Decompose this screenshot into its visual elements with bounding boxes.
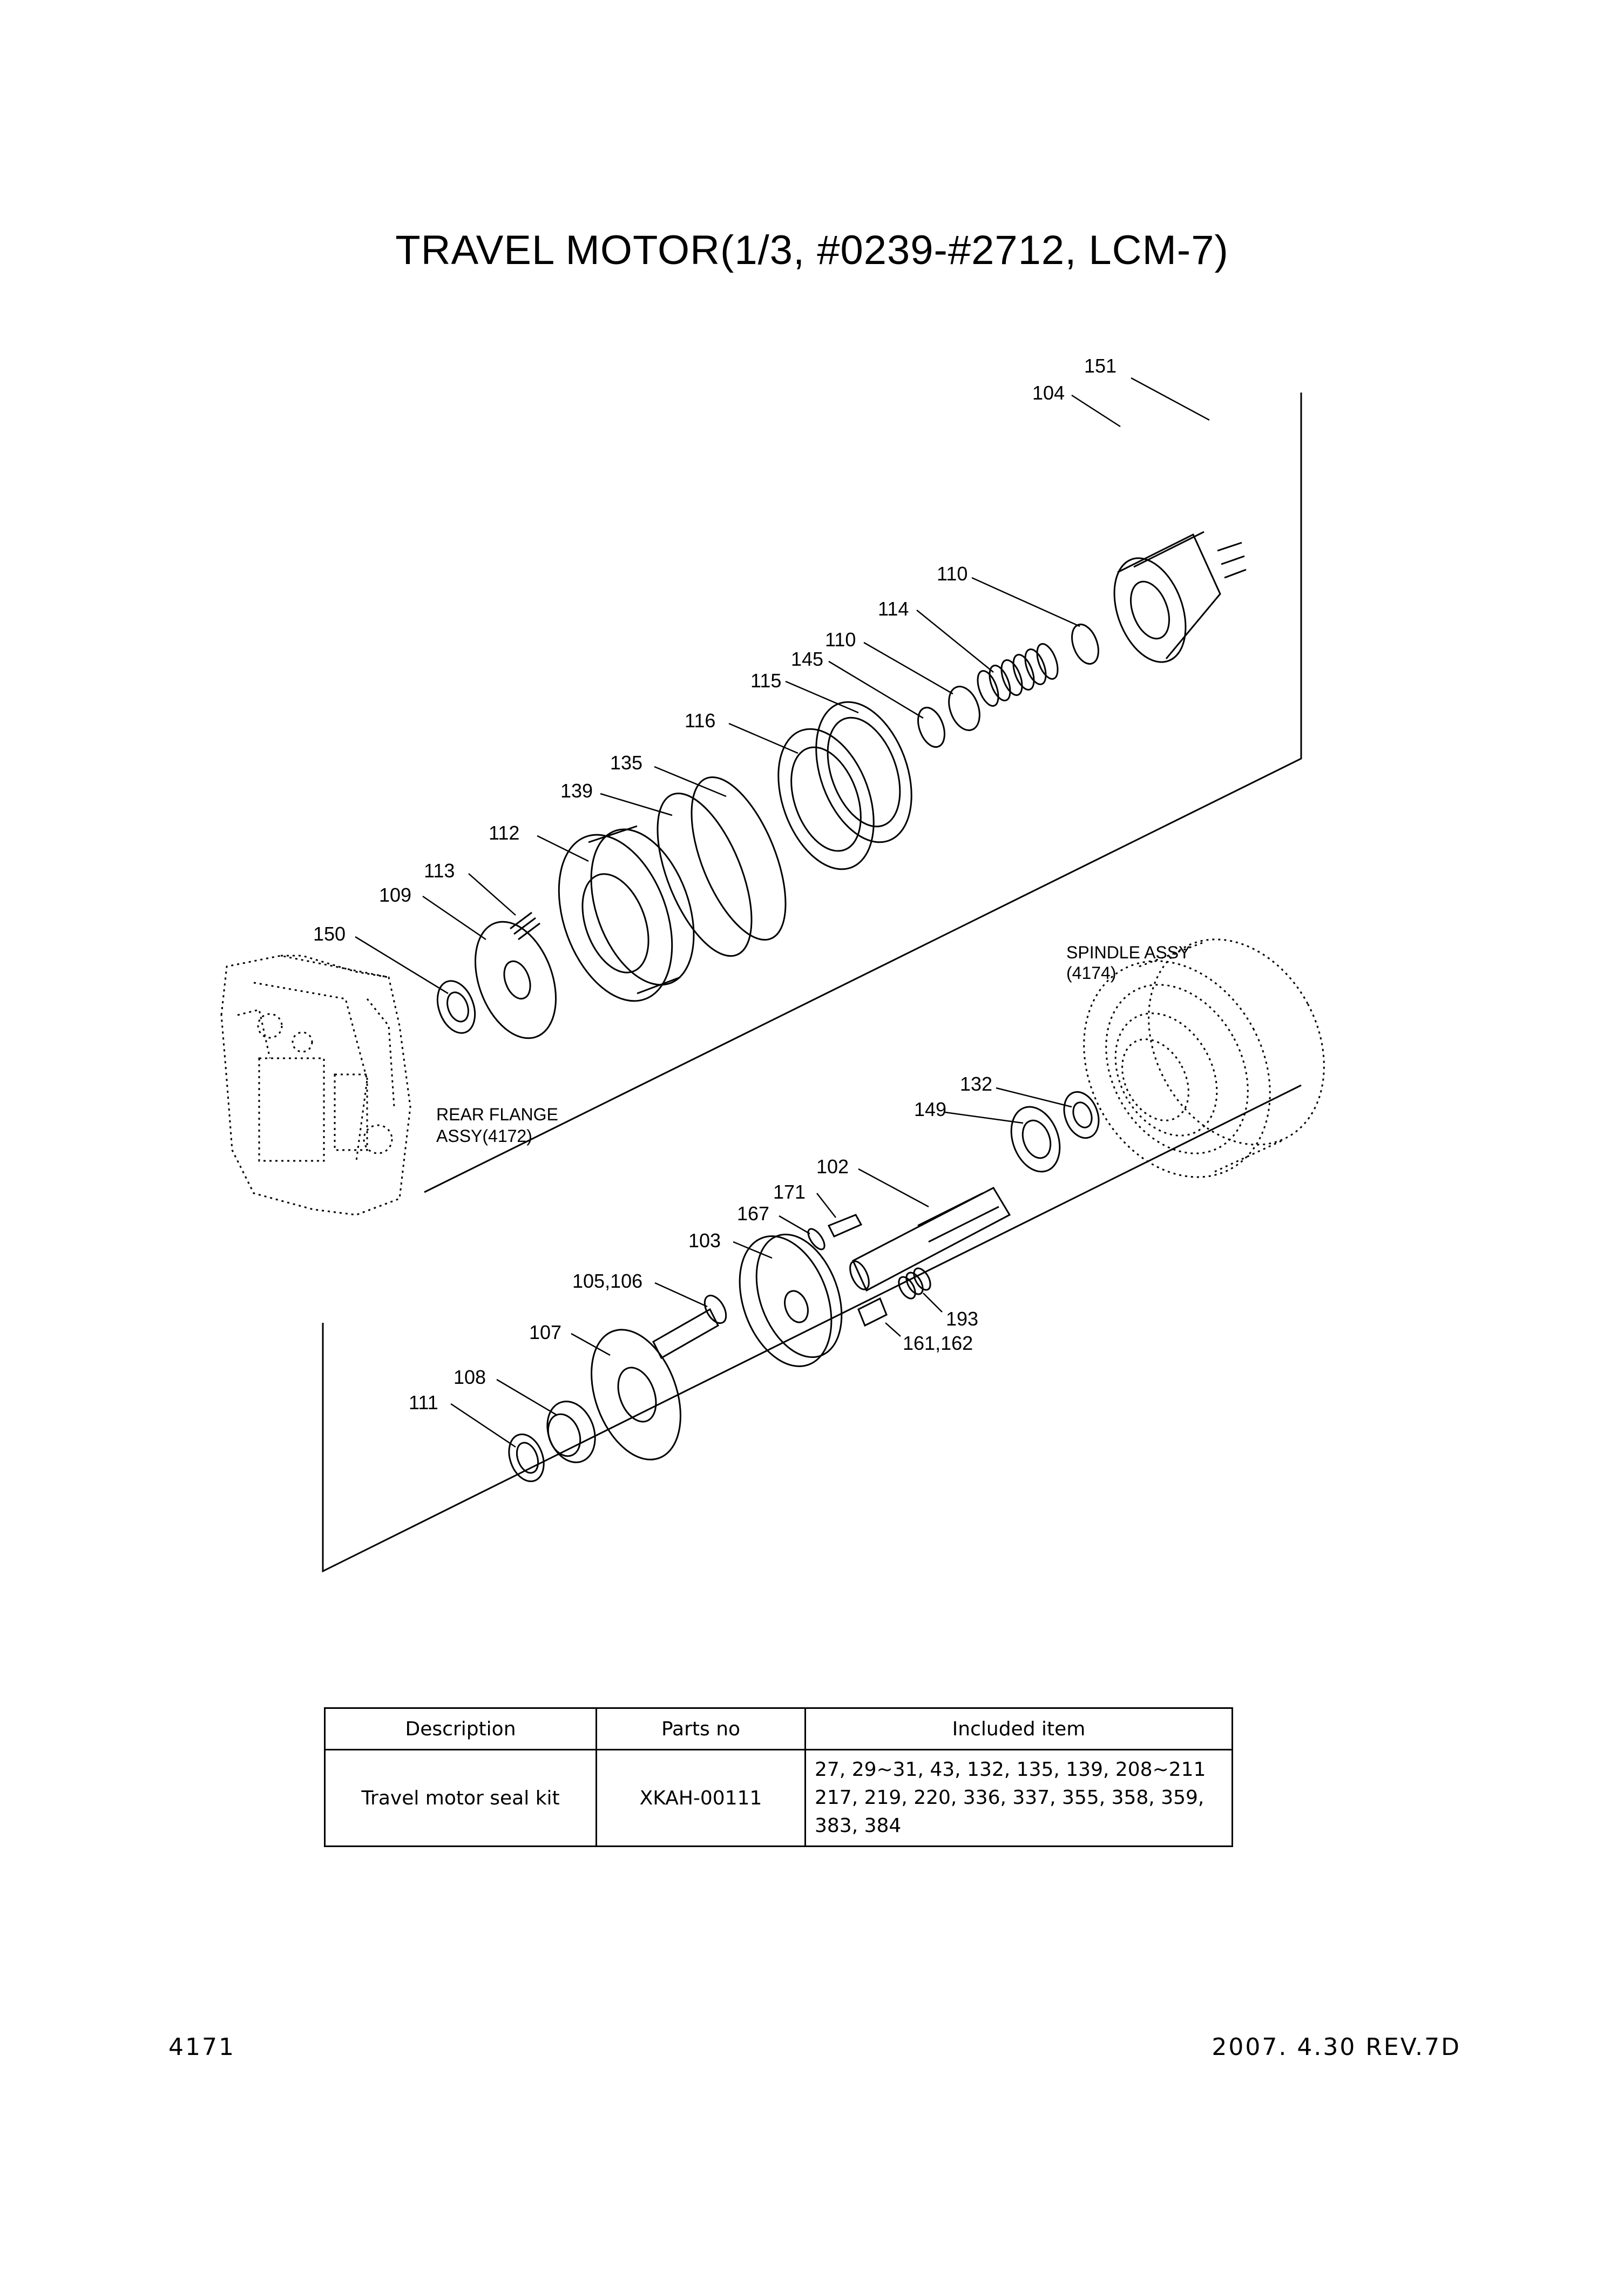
part-113-spring — [510, 911, 540, 941]
callout-150: 150 — [313, 923, 346, 945]
seal-kit-table: Description Parts no Included item Trave… — [324, 1707, 1233, 1847]
callout-102: 102 — [816, 1155, 849, 1178]
page-number: 4171 — [168, 2033, 235, 2061]
part-112-brake-piston — [558, 825, 695, 1002]
spindle-label-line1: SPINDLE ASSY — [1066, 943, 1190, 962]
part-193-spring — [898, 1267, 931, 1300]
part-149-bearing — [1010, 1106, 1061, 1173]
part-110-washer-lower — [948, 686, 980, 731]
part-151-pins — [1217, 542, 1247, 579]
callout-113: 113 — [424, 860, 455, 882]
rear-flange-label-line1: REAR FLANGE — [436, 1105, 558, 1124]
upper-frame — [424, 393, 1302, 1193]
part-167-pin — [807, 1228, 825, 1250]
callout-139: 139 — [560, 780, 593, 802]
table-row: Travel motor seal kit XKAH-00111 27, 29~… — [324, 1749, 1233, 1847]
part-145-snap-ring — [917, 707, 945, 748]
callout-167: 167 — [737, 1202, 769, 1225]
cell-parts-no: XKAH-00111 — [596, 1749, 806, 1847]
callout-114: 114 — [878, 598, 909, 620]
part-108-ball-guide — [546, 1401, 596, 1463]
part-116-plate — [777, 728, 875, 870]
part-103-swash-plate — [739, 1233, 843, 1367]
callout-115: 115 — [750, 670, 781, 692]
callout-103: 103 — [688, 1229, 721, 1252]
exploded-parts-diagram: 151 104 110 114 110 145 115 116 135 139 … — [220, 355, 1325, 1573]
callout-112: 112 — [489, 822, 519, 844]
spindle-assy — [1083, 938, 1325, 1178]
callout-105-106: 105,106 — [572, 1270, 642, 1292]
table-header-row: Description Parts no Included item — [324, 1707, 1233, 1750]
part-107-retainer-plate — [591, 1329, 681, 1461]
part-102-drive-shaft — [849, 1187, 1011, 1292]
lower-frame — [322, 1084, 1302, 1573]
rear-flange-label-line2: ASSY(4172) — [436, 1126, 532, 1146]
part-105-106-piston — [652, 1294, 727, 1360]
part-110-washer-upper — [1071, 624, 1099, 665]
part-171-pin — [827, 1214, 863, 1238]
callout-107: 107 — [529, 1321, 561, 1343]
callout-111: 111 — [409, 1391, 438, 1414]
callout-104: 104 — [1032, 382, 1065, 404]
part-139-o-ring — [657, 792, 753, 957]
part-135-o-ring — [691, 776, 787, 941]
spindle-label-line2: (4174) — [1066, 963, 1116, 983]
part-104-cylinder-block — [1113, 531, 1221, 663]
included-line-3: 383, 384 — [815, 1815, 902, 1837]
part-150-bearing — [436, 980, 476, 1034]
callout-151: 151 — [1084, 355, 1116, 377]
callout-193: 193 — [946, 1308, 978, 1330]
page-title: TRAVEL MOTOR(1/3, #0239-#2712, LCM-7) — [395, 227, 1229, 273]
included-line-2: 217, 219, 220, 336, 337, 355, 358, 359, — [815, 1787, 1205, 1809]
callout-161-162: 161,162 — [903, 1332, 973, 1354]
revision-date: 2007. 4.30 REV.7D — [1212, 2033, 1461, 2061]
cell-included-items: 27, 29~31, 43, 132, 135, 139, 208~211 21… — [804, 1749, 1233, 1847]
callout-171: 171 — [773, 1181, 806, 1203]
callout-110-upper: 110 — [937, 563, 967, 585]
part-132-seal — [1063, 1091, 1100, 1139]
callout-132: 132 — [960, 1073, 992, 1095]
rear-flange-assy — [220, 955, 411, 1216]
callout-135: 135 — [610, 752, 642, 774]
callout-145: 145 — [791, 648, 823, 670]
assembly-labels: REAR FLANGE ASSY(4172) SPINDLE ASSY (417… — [436, 943, 1190, 1146]
col-parts-no: Parts no — [596, 1707, 806, 1750]
part-114-spring — [977, 643, 1059, 707]
included-line-1: 27, 29~31, 43, 132, 135, 139, 208~211 — [815, 1759, 1206, 1781]
part-115-plate — [815, 701, 912, 843]
part-161-162-plug — [857, 1297, 888, 1327]
callout-108: 108 — [454, 1366, 486, 1388]
callout-110-lower: 110 — [825, 628, 856, 651]
callout-149: 149 — [914, 1098, 946, 1120]
part-111-seal — [508, 1433, 545, 1483]
col-included-item: Included item — [804, 1707, 1233, 1750]
callout-109: 109 — [379, 884, 411, 906]
col-description: Description — [324, 1707, 597, 1750]
leader-lines — [355, 377, 1210, 1448]
callout-labels: 151 104 110 114 110 145 115 116 135 139 … — [313, 355, 1116, 1414]
callout-116: 116 — [685, 709, 715, 732]
cell-description: Travel motor seal kit — [324, 1749, 597, 1847]
part-109-valve-plate — [474, 921, 557, 1039]
